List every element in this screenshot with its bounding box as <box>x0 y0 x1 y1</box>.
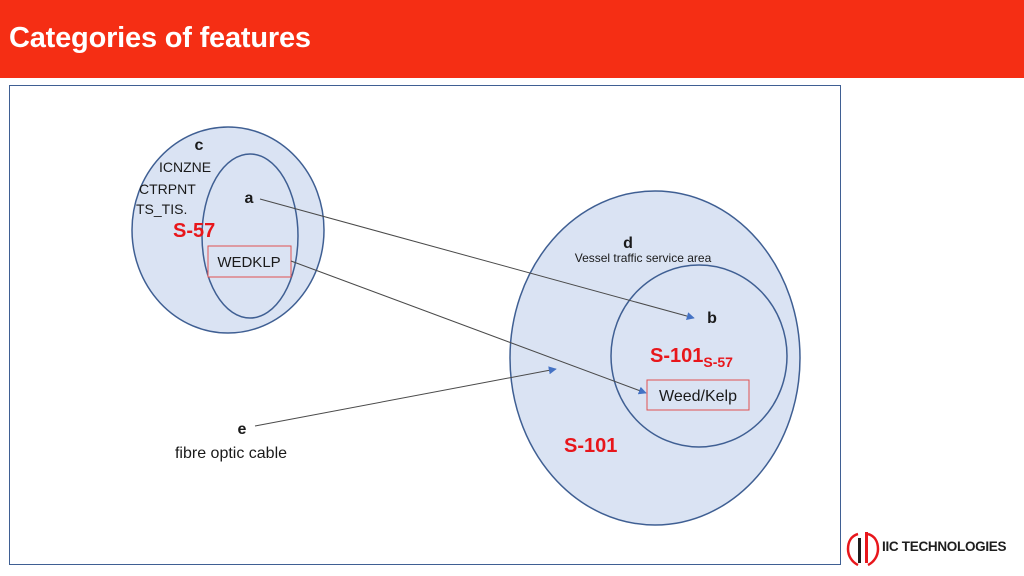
standard-s57-left: S-57 <box>173 220 215 242</box>
wedklp-box <box>207 245 292 278</box>
arrow-a-to-b <box>259 198 695 320</box>
company-logo: IIC TECHNOLOGIES <box>846 528 1016 568</box>
inner-ellipse-a <box>201 153 299 319</box>
label-c: c <box>195 137 204 154</box>
title-bar: Categories of features <box>0 0 1024 78</box>
iic-logo-icon <box>846 532 880 567</box>
logo-text: IIC TECHNOLOGIES <box>882 539 1007 554</box>
label-d: d <box>623 235 633 252</box>
s57-subscript: S-57 <box>703 354 733 370</box>
label-a: a <box>245 190 254 207</box>
code-icnzne: ICNZNE <box>159 159 211 175</box>
slide-title: Categories of features <box>9 22 311 54</box>
standard-s101-outer: S-101 <box>564 435 617 457</box>
wedklp-text: WEDKLP <box>217 254 280 271</box>
label-b: b <box>707 310 717 327</box>
standard-s101-inner: S-101S-57 <box>650 345 733 370</box>
s101-main: S-101 <box>650 345 703 367</box>
arrow-e-to-d <box>254 366 557 427</box>
code-ts-tis: TS_TIS. <box>136 201 187 217</box>
code-ctrpnt: CTRPNT <box>139 181 196 197</box>
label-e: e <box>238 421 247 438</box>
vts-area-text: Vessel traffic service area <box>575 251 712 265</box>
arrow-wedklp-to-weedkelp <box>290 260 647 395</box>
weed-kelp-text: Weed/Kelp <box>659 388 737 405</box>
weed-kelp-box <box>646 379 750 411</box>
fibre-optic-text: fibre optic cable <box>175 445 287 462</box>
